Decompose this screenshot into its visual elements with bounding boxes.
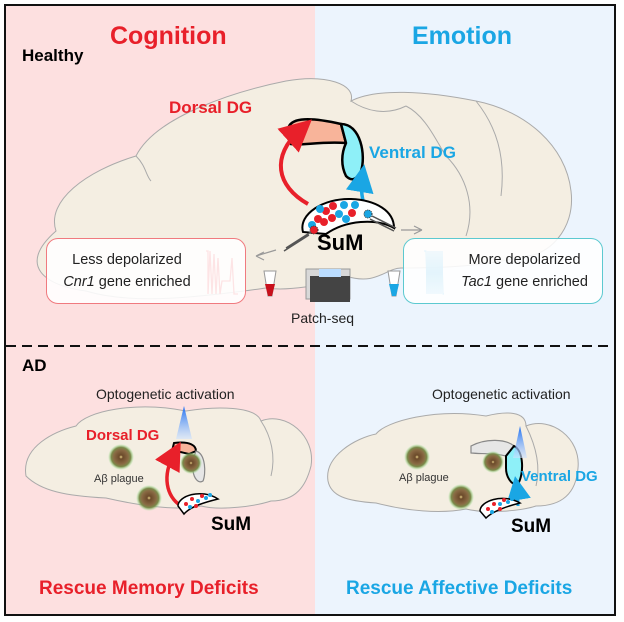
dorsal-dg-label: Dorsal DG [169, 98, 253, 117]
left-box-line2: gene enriched [94, 274, 191, 290]
ad-left-dorsal-label: Dorsal DG [86, 427, 160, 444]
ventral-projection-arrow [345, 164, 374, 202]
right-box-line2: gene enriched [491, 274, 588, 290]
ad-left-brain [25, 406, 312, 516]
pipette-left [283, 231, 312, 252]
signal-arrow-right [401, 225, 423, 235]
more-depolarized-box: More depolarized Tac1 gene enriched [403, 238, 603, 304]
cerebellum-folds [350, 100, 503, 237]
ad-right-sum-label: SuM [511, 516, 552, 537]
dorsal-projection-arrow [277, 119, 312, 206]
ad-left-opto-label: Optogenetic activation [96, 386, 235, 402]
ad-section-label: AD [22, 356, 47, 375]
plaque-icon [482, 451, 504, 473]
rescue-affective-label: Rescue Affective Deficits [346, 578, 573, 599]
plaque-icon [136, 485, 162, 511]
sum-label: SuM [317, 230, 364, 255]
ventral-dg-label: Ventral DG [369, 143, 456, 162]
tac1-gene: Tac1 [461, 274, 492, 290]
ad-left-plaque-label: Aβ plague [94, 473, 144, 485]
plaque-icon [180, 452, 202, 474]
ad-right-brain [327, 412, 579, 520]
brain-sulcus [135, 155, 152, 182]
healthy-section-label: Healthy [22, 46, 84, 65]
ad-right-ventral-label: Ventral DG [521, 468, 598, 485]
sum-neurons [308, 201, 373, 235]
plaque-icon [448, 484, 474, 510]
cnr1-gene: Cnr1 [63, 274, 95, 290]
ad-left-sum-label: SuM [211, 514, 252, 535]
right-box-line1: More depolarized [468, 252, 581, 268]
left-box-line1: Less depolarized [72, 252, 182, 268]
rescue-memory-label: Rescue Memory Deficits [39, 578, 259, 599]
less-depolarized-box: Less depolarized Cnr1 gene enriched [46, 238, 246, 304]
emotion-title: Emotion [412, 22, 512, 50]
signal-arrow-left [255, 249, 277, 261]
ad-right-opto-label: Optogenetic activation [432, 386, 571, 402]
patch-seq-label: Patch-seq [291, 310, 355, 326]
ad-right-plaque-label: Aβ plague [399, 472, 449, 484]
pipette-right [369, 215, 397, 232]
sequencer-icon [305, 268, 351, 302]
diagram-canvas [6, 78, 614, 520]
graphical-abstract: Cognition Emotion Healthy Dorsal DG Vent… [4, 4, 616, 616]
plaque-icon [404, 444, 430, 470]
cognition-title: Cognition [110, 22, 227, 50]
plaque-icon [108, 444, 134, 470]
